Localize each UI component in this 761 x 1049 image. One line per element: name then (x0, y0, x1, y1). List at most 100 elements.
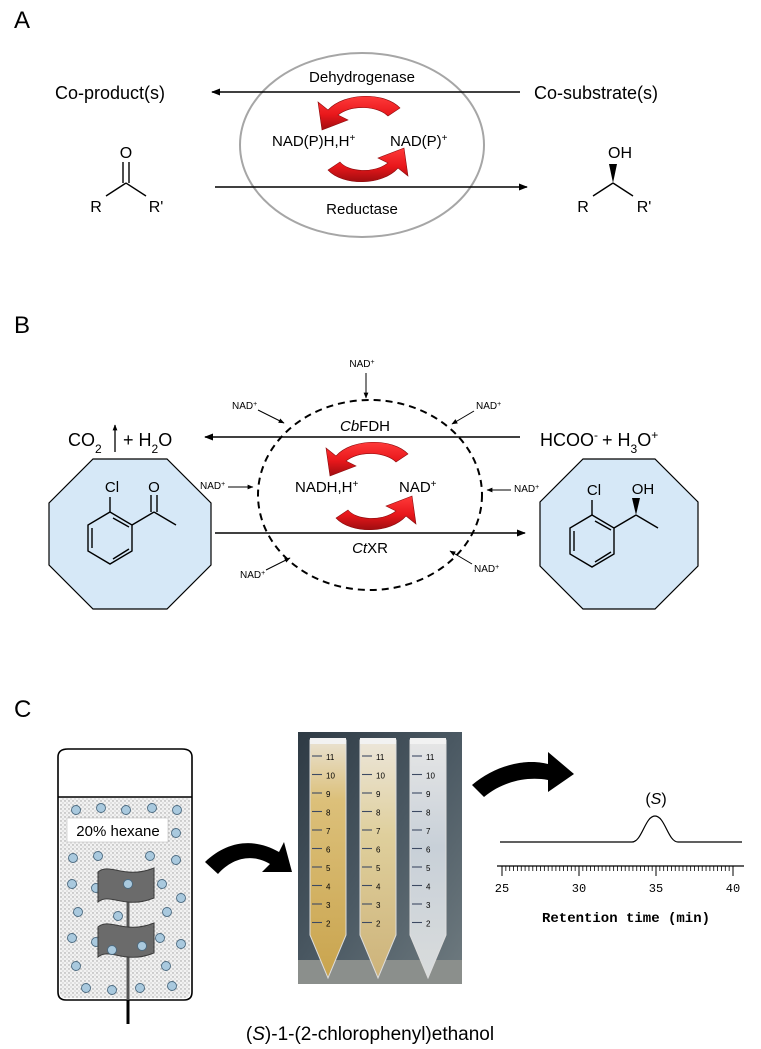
x-axis-tick-label: 35 (649, 882, 663, 896)
substrate-oxygen: O (148, 479, 160, 496)
graduation-number: 11 (426, 753, 435, 762)
svg-text:NAD+: NAD+ (476, 401, 501, 413)
cofactor-cycle-ellipse (239, 52, 485, 238)
panel-a: A Co-product(s) Co-substrate(s) Dehydrog… (14, 7, 658, 238)
cofactor-reduced-label: NAD(P)H,H+ (272, 133, 356, 151)
graduation-number: 3 (326, 901, 331, 910)
graduation-number: 4 (326, 883, 331, 892)
nad-label: NAD+ (399, 479, 437, 497)
x-axis-tick-label: 30 (572, 882, 586, 896)
graduation-number: 2 (426, 920, 431, 929)
product-octagon: Cl OH (539, 458, 699, 610)
panel-a-letter: A (14, 7, 30, 34)
nad-influx-upper-left: NAD+ (232, 401, 285, 424)
nad-influx-left: NAD+ (200, 481, 254, 493)
x-axis-tick-label: 40 (726, 882, 740, 896)
co-substrate-label: Co-substrate(s) (534, 83, 658, 103)
graduation-number: 9 (426, 790, 431, 799)
cbfdh-label: CbFDH (340, 418, 390, 435)
ctxr-label: CtXR (352, 540, 388, 557)
panel-b: B CO2 + H2O HCOO-+ H3O+ CbFDH CtXR NADH,… (14, 312, 699, 610)
panel-c: C 20% hexane (14, 696, 744, 1045)
cycle-arrow-top (317, 95, 401, 131)
substrate-octagon: Cl O (48, 458, 212, 610)
extraction-tubes-photo: 11 10 9 8 7 6 5 4 3 2 11 10 9 8 7 6 5 4 3 2 11 10 9 8 7 6 5 4 3 2 (298, 732, 462, 984)
hexane-phase-label: 20% hexane (76, 823, 159, 840)
graduation-number: 8 (426, 809, 431, 818)
x-axis-major-ticks: 25 30 35 40 (495, 866, 740, 896)
tube-1-graduations: 11 10 9 8 7 6 5 4 3 2 (312, 753, 335, 929)
reductase-label: Reductase (326, 201, 398, 218)
ketone-r: R (90, 199, 102, 216)
graduation-number: 9 (376, 790, 381, 799)
formate-label: HCOO-+ H3O+ (540, 428, 658, 456)
nad-influx-upper-right: NAD+ (451, 401, 501, 425)
panel-b-letter: B (14, 312, 30, 339)
graduation-number: 2 (326, 920, 331, 929)
graduation-number: 7 (326, 827, 331, 836)
graduation-number: 8 (326, 809, 331, 818)
nad-influx-lower-right: NAD+ (449, 550, 499, 576)
cell-membrane-dashed (257, 399, 483, 591)
chromatogram: (S) 25 30 35 40 Retention time (min) (495, 791, 744, 927)
graduation-number: 6 (426, 846, 431, 855)
graduation-number: 11 (326, 753, 335, 762)
product-name-caption: (S)-1-(2-chlorophenyl)ethanol (246, 1024, 494, 1045)
cycle-arrow-bottom-b (335, 495, 417, 531)
alcohol-r: R (577, 199, 589, 216)
panel-c-letter: C (14, 696, 31, 723)
water-label: + H2O (123, 430, 172, 456)
graduation-number: 6 (326, 846, 331, 855)
x-axis-minor-ticks (501, 866, 734, 871)
svg-text:NAD+: NAD+ (200, 481, 225, 493)
x-axis-tick-label: 25 (495, 882, 509, 896)
ketone-r-prime: R' (149, 199, 164, 216)
svg-text:NAD+: NAD+ (240, 570, 265, 582)
graduation-number: 5 (426, 864, 431, 873)
graduation-number: 10 (326, 772, 335, 781)
graduation-number: 10 (376, 772, 385, 781)
chromatogram-trace (500, 815, 742, 843)
svg-text:NAD+: NAD+ (232, 401, 257, 413)
graduation-number: 9 (326, 790, 331, 799)
nad-influx-top: NAD+ (349, 359, 375, 399)
peak-label-s: (S) (645, 791, 666, 808)
x-axis-label: Retention time (min) (542, 911, 710, 927)
co-product-label: Co-product(s) (55, 83, 165, 103)
reactor-to-tubes-arrow (205, 842, 292, 874)
product-chlorine: Cl (587, 482, 601, 499)
svg-text:NAD+: NAD+ (514, 484, 539, 496)
graduation-number: 8 (376, 809, 381, 818)
graduation-number: 4 (426, 883, 431, 892)
svg-text:NAD+: NAD+ (349, 359, 374, 371)
cycle-arrow-bottom (327, 147, 409, 183)
stirrer-blade-lower (97, 922, 155, 959)
alcohol-structure: OH R R' (577, 145, 651, 216)
cycle-arrow-top-b (325, 441, 409, 477)
dehydrogenase-label: Dehydrogenase (309, 69, 415, 86)
ketone-oxygen: O (120, 145, 132, 162)
product-hydroxyl: OH (632, 481, 655, 498)
ketone-structure: O R R' (90, 145, 163, 216)
substrate-chlorine: Cl (105, 479, 119, 496)
nad-influx-right: NAD+ (486, 484, 539, 496)
alcohol-hydroxyl: OH (608, 145, 632, 162)
svg-text:NAD+: NAD+ (474, 564, 499, 576)
graduation-number: 5 (326, 864, 331, 873)
cell-beads (67, 803, 186, 995)
nadh-label: NADH,H+ (295, 479, 359, 497)
graduation-number: 6 (376, 846, 381, 855)
graduation-number: 2 (376, 920, 381, 929)
graduation-number: 10 (426, 772, 435, 781)
graduation-number: 5 (376, 864, 381, 873)
tubes-to-chromatogram-arrow (472, 752, 574, 797)
cofactor-oxidized-label: NAD(P)+ (390, 133, 448, 151)
graduation-number: 3 (376, 901, 381, 910)
nad-influx-lower-left: NAD+ (240, 557, 291, 582)
co2-label: CO2 (68, 430, 102, 456)
graduation-number: 7 (426, 827, 431, 836)
graduation-number: 7 (376, 827, 381, 836)
